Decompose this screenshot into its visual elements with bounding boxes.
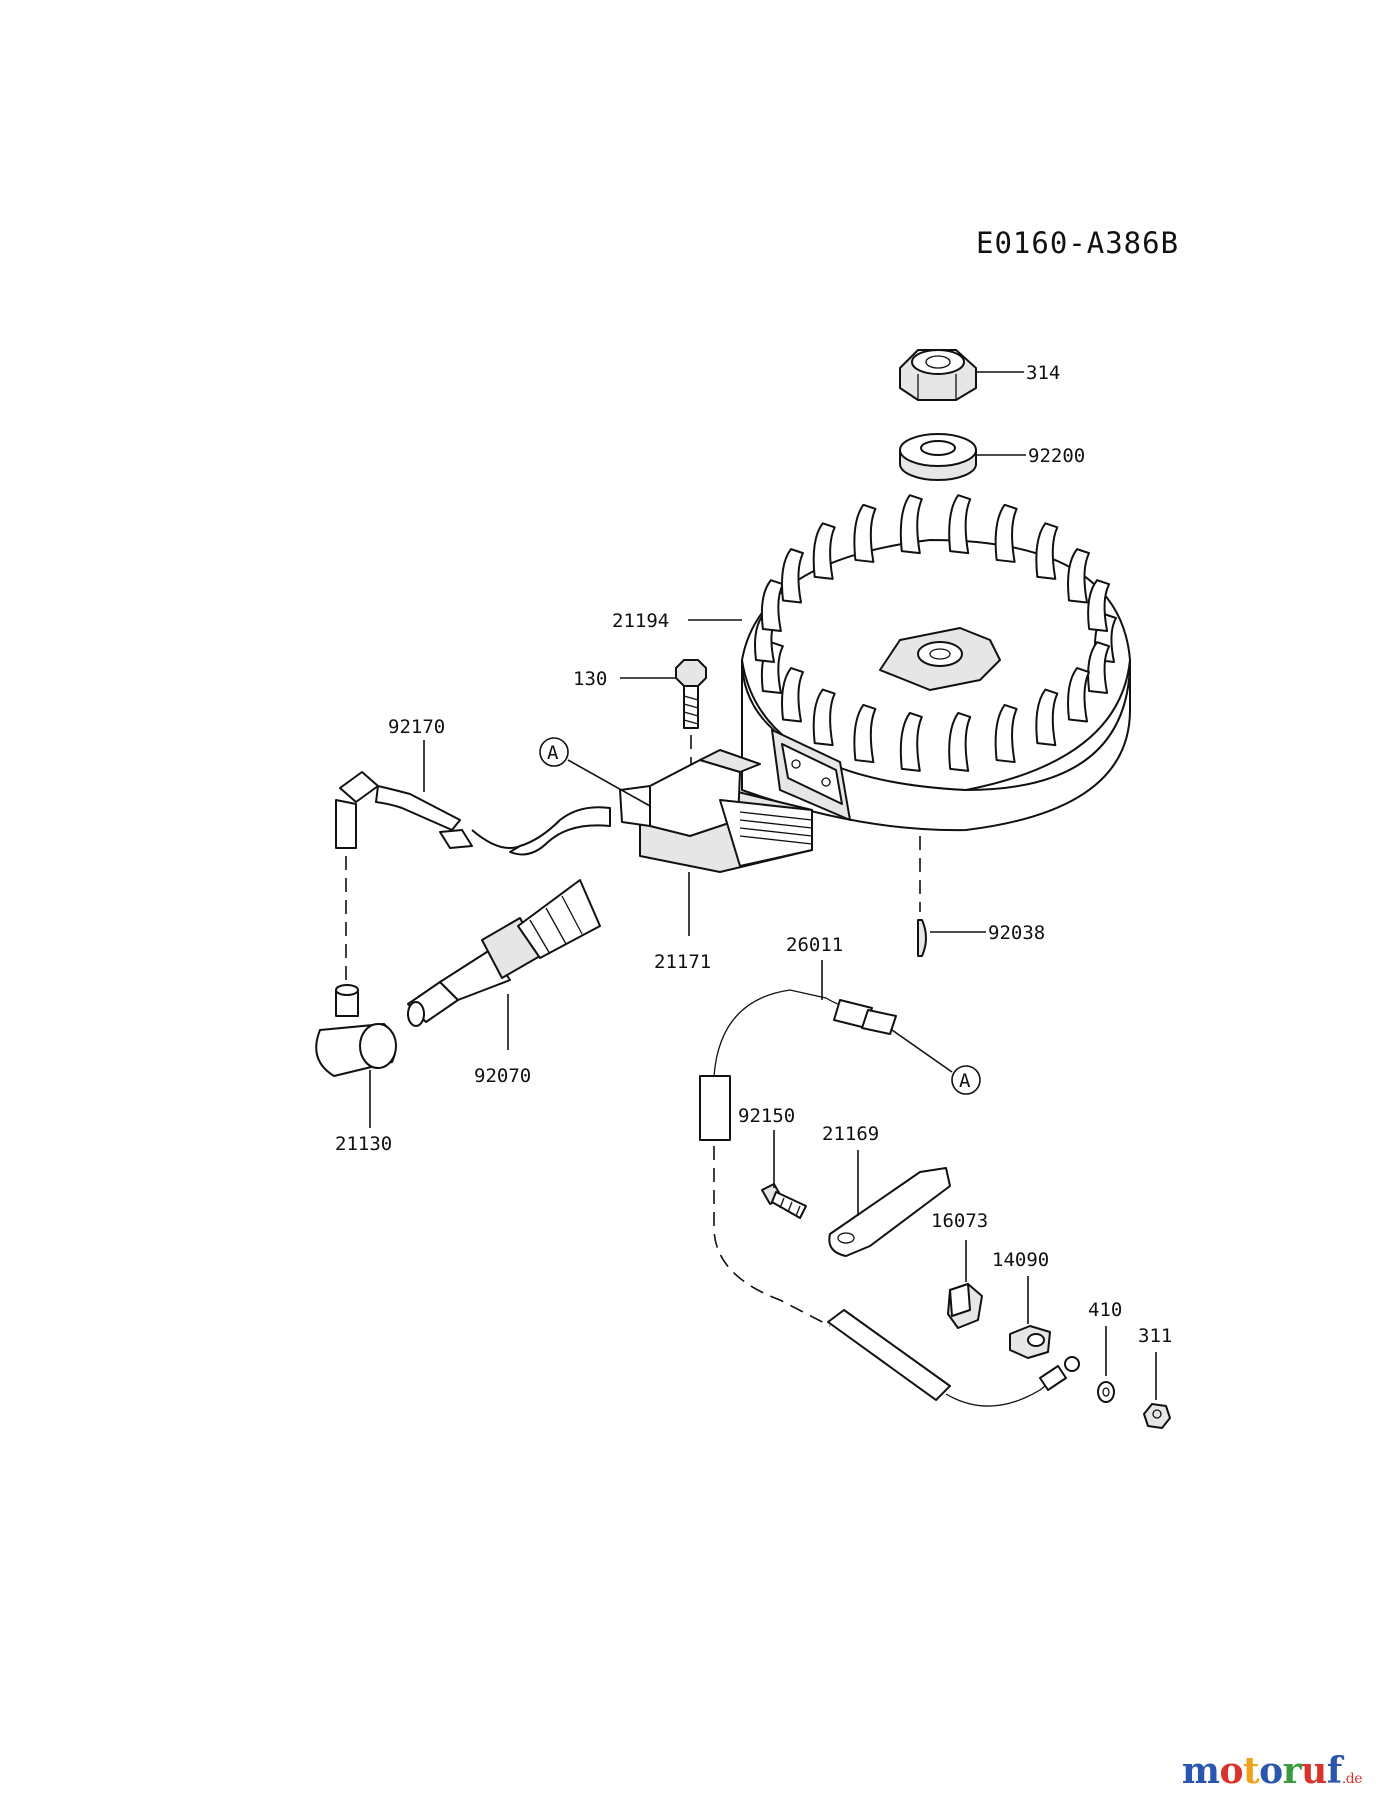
flywheel-fin <box>1067 548 1091 604</box>
flywheel-fin <box>853 503 877 563</box>
label-92150: 92150 <box>738 1105 795 1127</box>
watermark-letter: r <box>1282 1750 1302 1792</box>
stop-plate-21169 <box>828 1167 951 1257</box>
flywheel-fin <box>1035 688 1059 747</box>
nut-311 <box>1143 1403 1171 1429</box>
ignition-coil-21171 <box>509 749 813 873</box>
label-314: 314 <box>1026 362 1060 384</box>
label-21130: 21130 <box>335 1133 392 1155</box>
flywheel-21194 <box>741 494 1131 832</box>
nut-314 <box>899 349 977 401</box>
label-92200: 92200 <box>1028 445 1085 467</box>
watermark-logo: motoruf.de <box>1181 1750 1363 1792</box>
flywheel-fin <box>1087 641 1111 694</box>
label-410: 410 <box>1088 1299 1122 1321</box>
callout-a-bottom: A <box>959 1070 971 1092</box>
spark-plug-cap-21130 <box>315 984 397 1077</box>
watermark-suffix: .de <box>1341 1771 1363 1787</box>
spark-plug-92070 <box>407 879 601 1027</box>
flywheel-fin <box>948 494 972 555</box>
washer-410 <box>1097 1381 1115 1403</box>
flywheel-fin <box>1087 579 1111 633</box>
stop-lead-26011 <box>699 989 1080 1407</box>
flywheel-fin <box>780 548 804 604</box>
flywheel-fin <box>1067 667 1091 723</box>
label-21171: 21171 <box>654 951 711 973</box>
label-26011: 26011 <box>786 934 843 956</box>
watermark-letter: o <box>1219 1750 1243 1792</box>
ht-lead-92170 <box>335 771 521 849</box>
flywheel-fin <box>812 522 836 580</box>
flywheel-fin <box>899 494 923 555</box>
label-311: 311 <box>1138 1325 1172 1347</box>
label-92170: 92170 <box>388 716 445 738</box>
watermark-letter: u <box>1301 1750 1327 1792</box>
callout-a-top: A <box>547 742 559 764</box>
flywheel-fin <box>812 688 836 747</box>
flywheel-fin <box>994 503 1018 563</box>
label-14090: 14090 <box>992 1249 1049 1271</box>
watermark-letter: m <box>1181 1750 1220 1792</box>
washer-92200 <box>899 433 977 481</box>
flywheel-fin <box>780 667 804 723</box>
label-21169: 21169 <box>822 1123 879 1145</box>
bolt-92150 <box>761 1183 807 1219</box>
flywheel-fin <box>853 703 877 764</box>
diagram-code: E0160-A386B <box>976 226 1180 260</box>
watermark-letter: f <box>1326 1750 1343 1792</box>
label-21194: 21194 <box>612 610 669 632</box>
clamp-14090 <box>1009 1325 1051 1359</box>
flywheel-fin <box>899 711 923 772</box>
watermark-letter: o <box>1259 1750 1283 1792</box>
label-92038: 92038 <box>988 922 1045 944</box>
label-92070: 92070 <box>474 1065 531 1087</box>
label-16073: 16073 <box>931 1210 988 1232</box>
label-130: 130 <box>573 668 607 690</box>
watermark-letter: t <box>1242 1750 1260 1792</box>
flywheel-fin <box>948 711 972 772</box>
flywheel-fin <box>994 703 1018 764</box>
flywheel-fin <box>1035 522 1059 580</box>
clip-16073 <box>947 1283 983 1329</box>
bolt-130 <box>675 659 707 729</box>
key-92038 <box>917 919 927 957</box>
